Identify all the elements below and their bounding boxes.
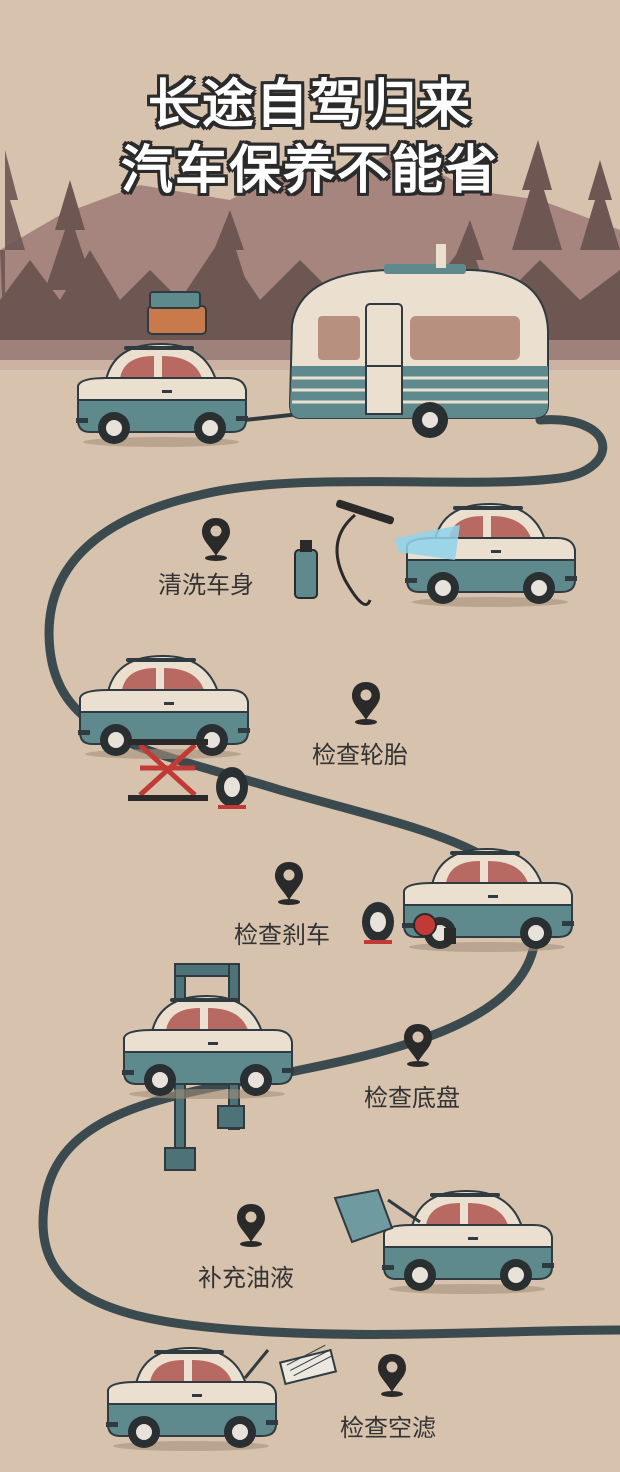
- location-pin-icon: [202, 518, 230, 561]
- location-pin-icon: [275, 862, 303, 905]
- washing-scene: [294, 499, 578, 608]
- fluid-scene: [333, 1188, 555, 1295]
- step-label-air-filter: 检查空滤: [340, 1414, 436, 1442]
- title-line-2: 汽车保养不能省: [120, 141, 499, 201]
- caravan-car-scene: [75, 244, 549, 448]
- step-label-fluid: 补充油液: [198, 1264, 294, 1292]
- location-pin-icon: [352, 682, 380, 725]
- step-label-chassis: 检查底盘: [364, 1084, 460, 1112]
- location-pin-icon: [404, 1024, 432, 1067]
- location-pin-icon: [378, 1354, 406, 1397]
- step-label-wash: 清洗车身: [158, 571, 254, 599]
- air-filter-scene: [105, 1344, 338, 1452]
- tire-scene: [77, 655, 251, 809]
- location-pin-icon: [237, 1204, 265, 1247]
- chassis-scene: [121, 963, 295, 1171]
- step-label-tire: 检查轮胎: [312, 741, 408, 769]
- brake-scene: [362, 848, 575, 953]
- title-line-1: 长途自驾归来: [147, 75, 472, 135]
- step-label-brake: 检查刹车: [234, 921, 330, 949]
